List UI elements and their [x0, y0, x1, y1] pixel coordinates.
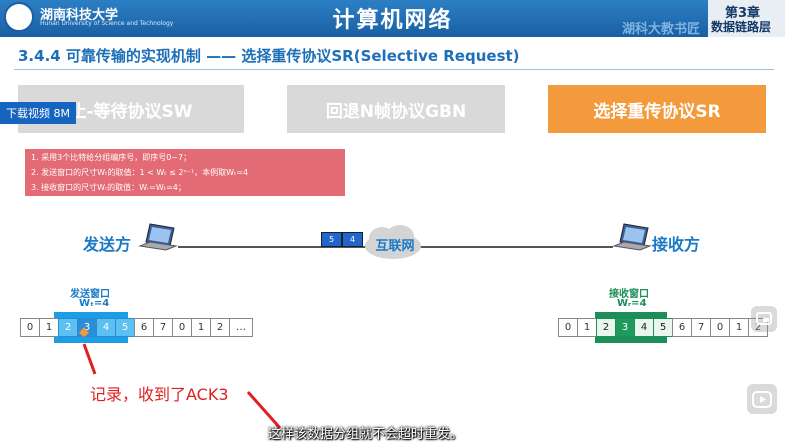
pip-icon	[756, 312, 772, 325]
internet-label: 互联网	[375, 239, 415, 254]
seq-cell: 2	[596, 318, 616, 337]
send-window-title: 发送窗口	[70, 289, 110, 300]
seq-cell: 4	[634, 318, 654, 337]
seq-cell: 0	[20, 318, 40, 337]
picture-in-picture-button[interactable]	[751, 306, 777, 332]
send-window-size: Wₜ=4	[79, 298, 110, 309]
play-logo-icon	[752, 391, 772, 408]
ack-marker-icon	[79, 327, 89, 337]
video-logo-button[interactable]	[747, 384, 777, 414]
subtitle-caption: 这样该数据分组就不会超时重发。	[268, 427, 464, 442]
recv-window-title: 接收窗口	[609, 289, 649, 300]
packet-4: 4	[342, 232, 363, 247]
chapter-name: 数据链路层	[711, 20, 772, 34]
seq-cell: 7	[691, 318, 711, 337]
packet-5: 5	[321, 232, 342, 247]
seq-cell-received: 3	[615, 318, 635, 337]
rule-1: 1. 采用3个比特给分组编序号，即序号0~7；	[31, 153, 192, 162]
school-name-en: Hunan University of Science and Technolo…	[40, 20, 174, 27]
seq-cell: 2	[210, 318, 230, 337]
slide-subtitle: 3.4.4 可靠传输的实现机制 —— 选择重传协议SR(Selective Re…	[18, 47, 520, 65]
sender-sequence-bar: 0 1 2 3 4 5 6 7 0 1 2 …	[20, 318, 253, 337]
seq-cell: 0	[710, 318, 730, 337]
course-title: 计算机网络	[332, 8, 453, 33]
tab-go-back-n[interactable]: 回退N帧协议GBN	[287, 85, 505, 133]
chapter-number: 第3章	[725, 6, 761, 21]
seq-cell: 1	[729, 318, 749, 337]
seq-cell: 7	[153, 318, 173, 337]
receiver-label: 接收方	[652, 235, 701, 254]
rule-2: 2. 发送窗口的尺寸Wₜ的取值：1 < Wₜ ≤ 2ⁿ⁻¹，本例取Wₜ=4	[31, 168, 249, 177]
recv-window-size: Wᵣ=4	[617, 298, 647, 309]
seq-cell: 4	[96, 318, 116, 337]
seq-cell: 6	[672, 318, 692, 337]
annotation-text: 记录，收到了ACK3	[90, 385, 229, 404]
seq-cell: 0	[172, 318, 192, 337]
seq-cell: 5	[115, 318, 135, 337]
watermark: 湖科大教书匠	[622, 22, 701, 37]
seq-cell: 1	[577, 318, 597, 337]
receiver-laptop-icon	[612, 223, 652, 251]
school-name: 湖南科技大学	[40, 8, 119, 23]
sender-laptop-icon	[138, 223, 178, 251]
tab-selective-repeat[interactable]: 选择重传协议SR	[548, 85, 766, 133]
sender-label: 发送方	[83, 235, 132, 254]
tab-stop-and-wait[interactable]: 止-等待协议SW	[18, 85, 244, 133]
header-banner: 湖南科技大学 Hunan University of Science and T…	[0, 0, 785, 37]
university-logo-icon	[4, 2, 34, 32]
seq-cell: 1	[39, 318, 59, 337]
seq-cell: 6	[134, 318, 154, 337]
seq-cell: 0	[558, 318, 578, 337]
seq-cell: 2	[58, 318, 78, 337]
seq-cell: …	[229, 318, 253, 337]
rules-box: 1. 采用3个比特给分组编序号，即序号0~7； 2. 发送窗口的尺寸Wₜ的取值：…	[25, 149, 345, 196]
download-video-badge[interactable]: 下载视频 8M	[0, 102, 76, 124]
chapter-box: 第3章 数据链路层	[708, 0, 785, 37]
seq-cell: 5	[653, 318, 673, 337]
seq-cell: 1	[191, 318, 211, 337]
receiver-sequence-bar: 0 1 2 3 4 5 6 7 0 1 2	[558, 318, 768, 337]
divider	[14, 69, 774, 70]
internet-cloud-icon	[365, 225, 421, 259]
rule-3: 3. 接收窗口的尺寸Wᵣ的取值：Wᵣ=Wₜ=4；	[31, 183, 186, 192]
